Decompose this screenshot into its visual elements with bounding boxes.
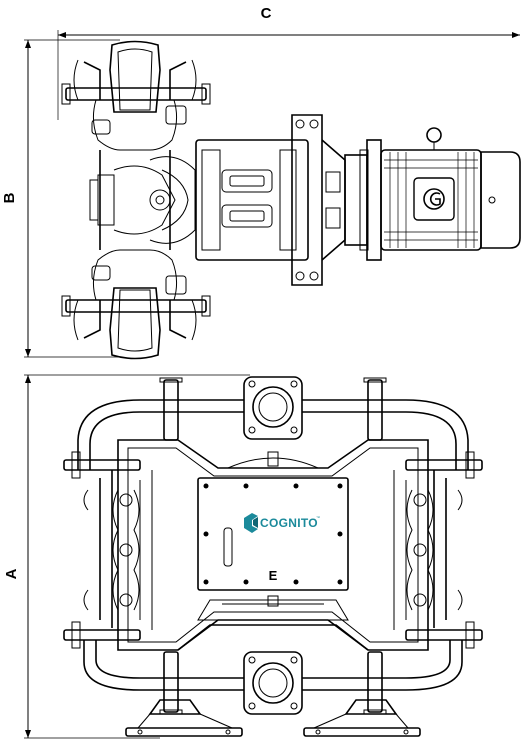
dimension-a-label: A — [3, 568, 20, 579]
outlet-flange — [243, 376, 303, 440]
center-panel — [197, 477, 349, 591]
motor-lifting-eye — [426, 127, 442, 143]
inlet-flange — [243, 651, 303, 715]
motor-terminal-box — [413, 177, 455, 221]
dimension-a: A — [3, 374, 250, 739]
dimension-e-label: E — [269, 568, 278, 583]
logo-trademark: ™ — [316, 515, 320, 520]
front-view: COGNITO ™ E — [63, 376, 483, 737]
top-view — [61, 40, 521, 360]
dimension-b: B — [1, 39, 120, 358]
logo-text: COGNITO — [260, 516, 318, 530]
motor-fins — [384, 152, 478, 248]
cognito-logo: COGNITO ™ — [244, 513, 320, 533]
dimension-c-label: C — [261, 5, 272, 22]
dimension-b-label: B — [1, 192, 18, 203]
dimension-c: C — [57, 5, 520, 120]
